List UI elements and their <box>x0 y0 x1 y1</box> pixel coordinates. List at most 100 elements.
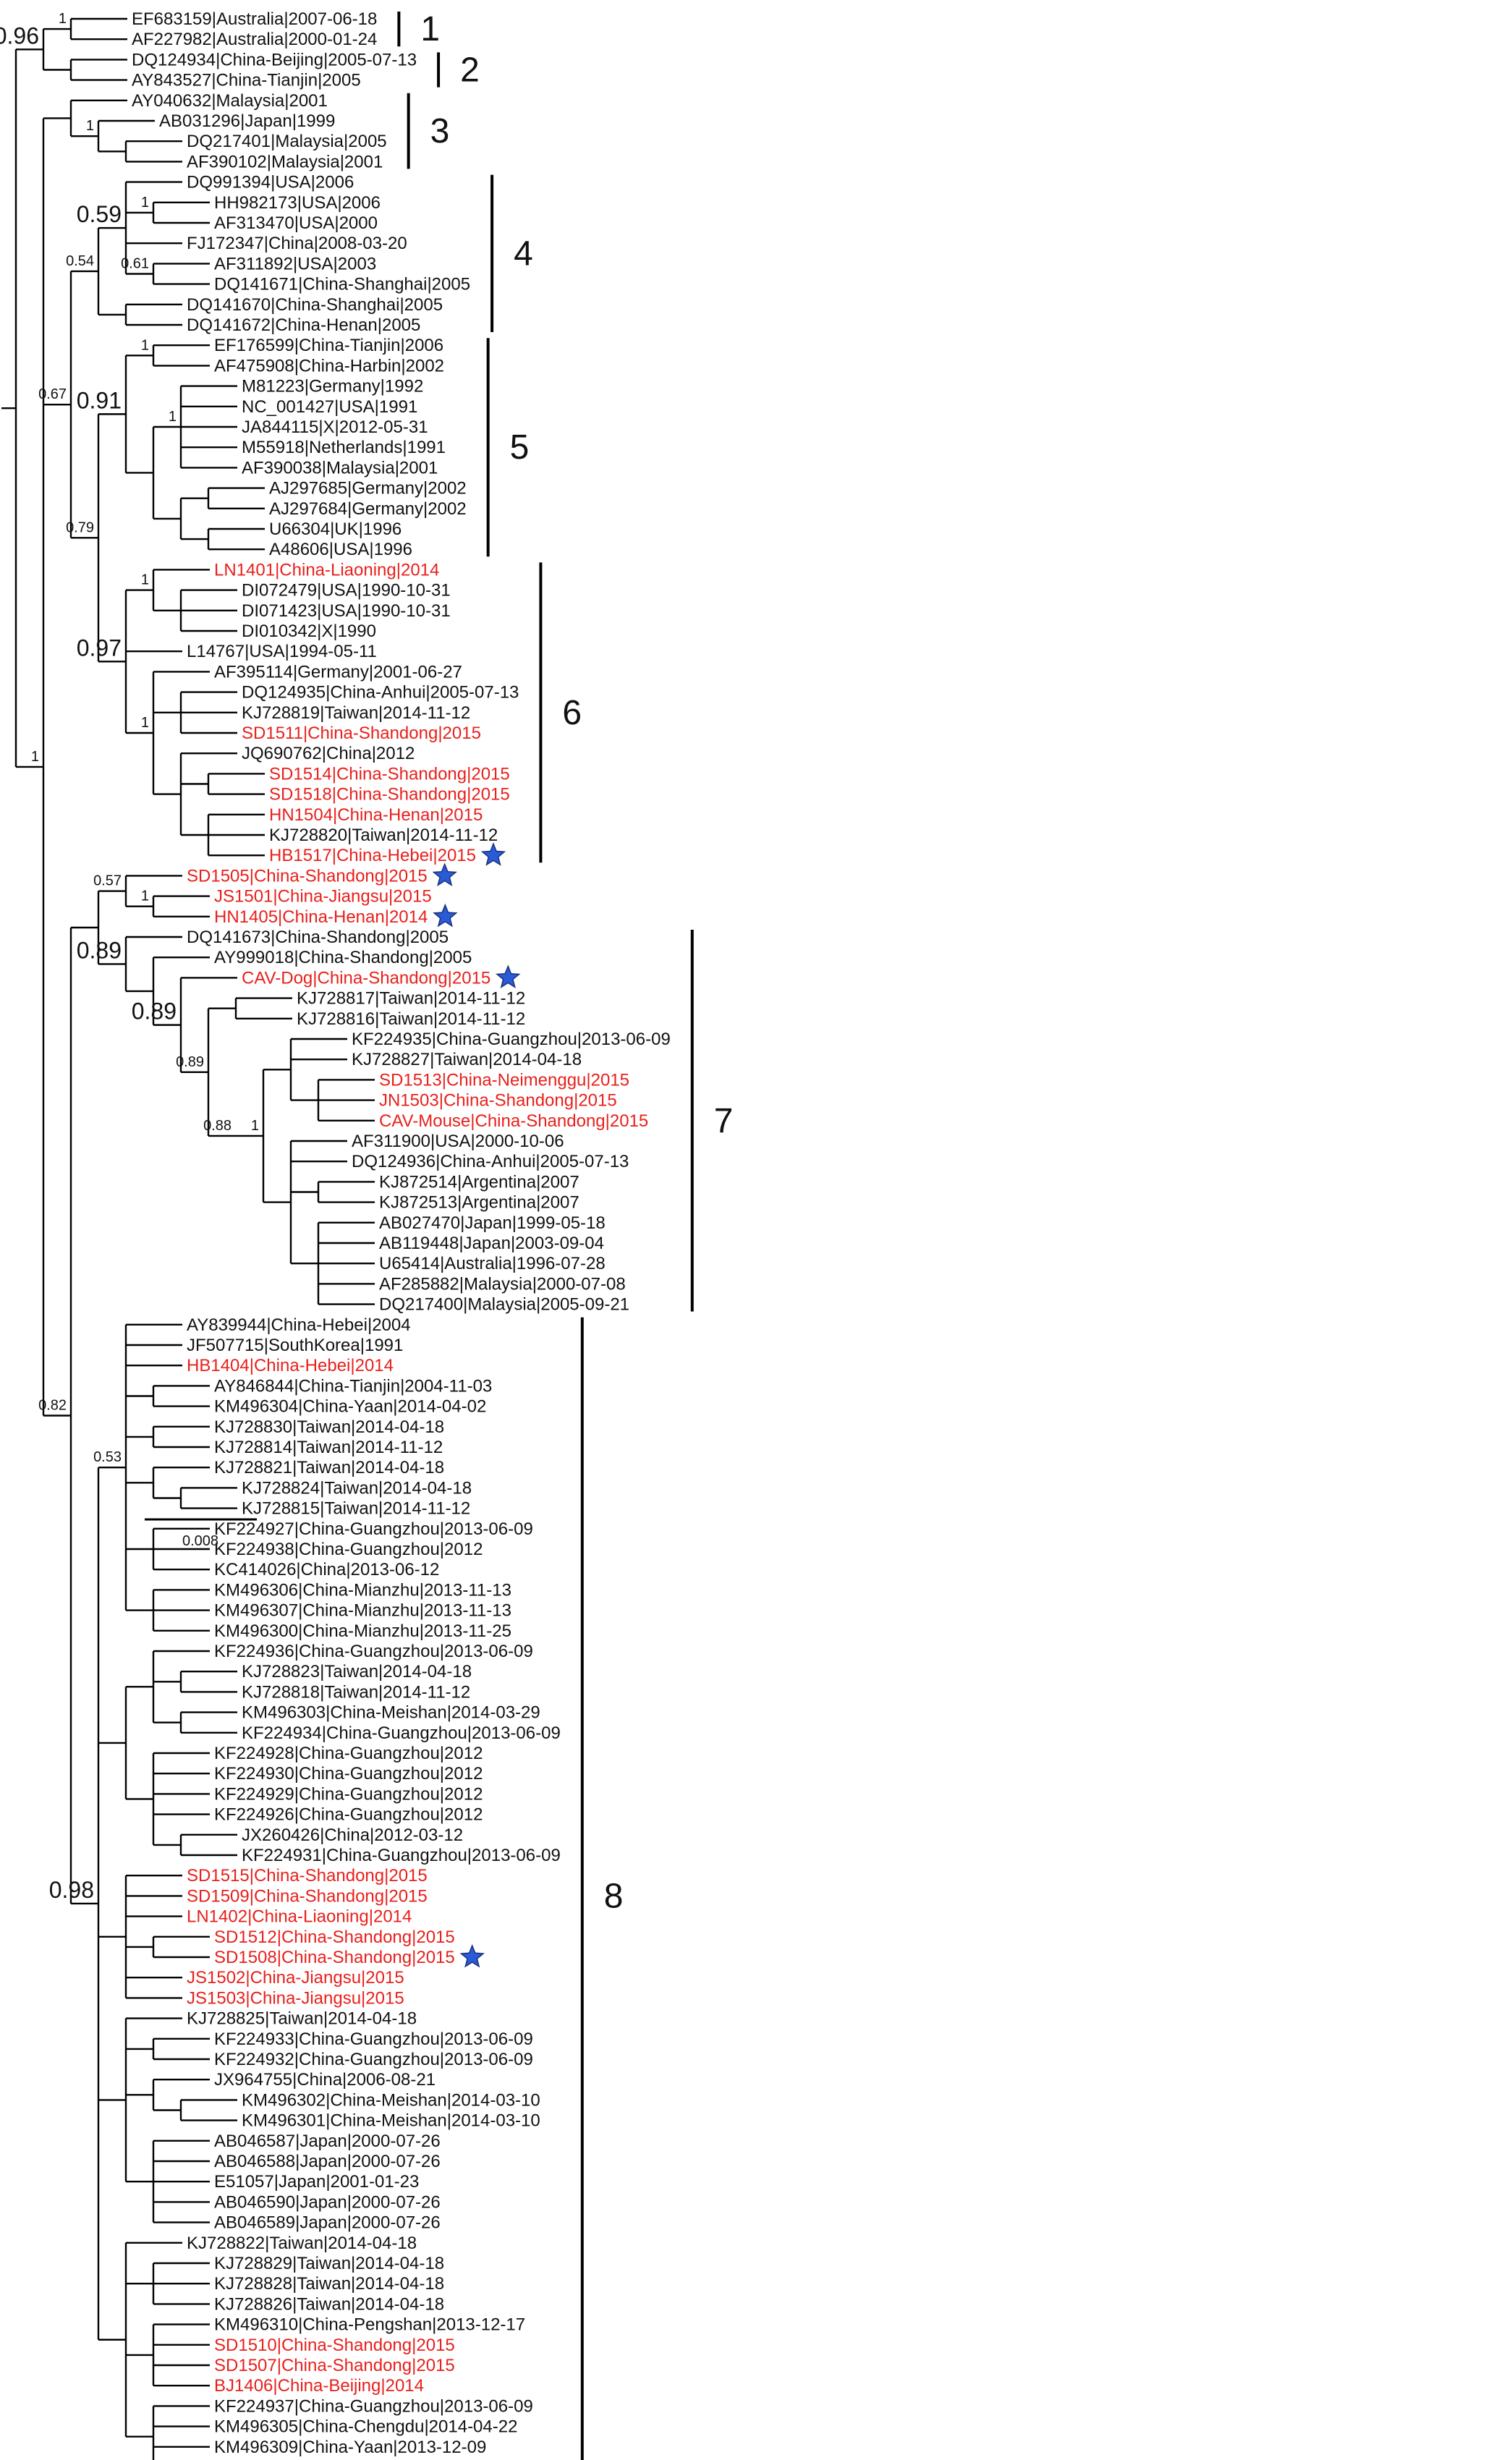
tip-label: E51057|Japan|2001-01-23 <box>214 2172 419 2192</box>
tip-label: DQ991394|USA|2006 <box>187 173 354 192</box>
tip-label: KJ872514|Argentina|2007 <box>379 1172 579 1192</box>
tip-label: EF176599|China-Tianjin|2006 <box>214 336 443 355</box>
tip-label: KJ728814|Taiwan|2014-11-12 <box>214 1438 443 1457</box>
support-value: 0.79 <box>66 519 94 535</box>
tip-label: AY999018|China-Shandong|2005 <box>214 948 472 967</box>
tip-label: CAV-Dog|China-Shandong|2015 <box>242 968 490 988</box>
tip-label: KJ728820|Taiwan|2014-11-12 <box>269 826 498 845</box>
tip-label: AY040632|Malaysia|2001 <box>132 91 328 111</box>
clade-number: 5 <box>510 428 530 467</box>
support-value: 0.59 <box>77 201 122 227</box>
tip-label: KJ728815|Taiwan|2014-11-12 <box>242 1499 470 1519</box>
support-value: 0.98 <box>49 1877 94 1903</box>
tip-label: KJ728823|Taiwan|2014-04-18 <box>242 1662 472 1681</box>
support-values: 10.96110.610.590.54110.91110.970.790.671… <box>0 11 259 1903</box>
tip-label: AF311892|USA|2003 <box>214 254 376 273</box>
star-icon <box>459 1943 485 1968</box>
tip-label: AF311900|USA|2000-10-06 <box>352 1132 564 1151</box>
tip-label: FJ172347|China|2008-03-20 <box>187 234 407 253</box>
tip-label: SD1510|China-Shandong|2015 <box>214 2336 455 2355</box>
tip-label: JQ690762|China|2012 <box>242 744 415 763</box>
tip-label: AB046587|Japan|2000-07-26 <box>214 2132 441 2151</box>
tip-label: KF224937|China-Guangzhou|2013-06-09 <box>214 2396 533 2416</box>
tip-label: AB046589|Japan|2000-07-26 <box>214 2213 441 2233</box>
tip-label: KF224927|China-Guangzhou|2013-06-09 <box>214 1519 533 1539</box>
tip-label: AY846844|China-Tianjin|2004-11-03 <box>214 1376 492 1396</box>
tip-label: SD1507|China-Shandong|2015 <box>214 2356 455 2375</box>
tip-label: AF475908|China-Harbin|2002 <box>214 356 444 376</box>
support-value: 0.67 <box>38 386 67 402</box>
tip-label: SD1509|China-Shandong|2015 <box>187 1886 428 1906</box>
tip-label: DQ141671|China-Shanghai|2005 <box>214 275 470 294</box>
tip-label: JA844115|X|2012-05-31 <box>242 417 428 437</box>
tip-label: SD1512|China-Shandong|2015 <box>214 1927 455 1947</box>
clade-number: 8 <box>604 1877 624 1915</box>
tip-label: KJ728818|Taiwan|2014-11-12 <box>242 1682 470 1702</box>
tip-label: KF224926|China-Guangzhou|2012 <box>214 1805 483 1825</box>
tip-label: SD1505|China-Shandong|2015 <box>187 866 428 886</box>
tip-label: SD1508|China-Shandong|2015 <box>214 1948 455 1967</box>
tip-label: KF224935|China-Guangzhou|2013-06-09 <box>352 1030 671 1049</box>
tip-label: DQ141673|China-Shandong|2005 <box>187 928 449 947</box>
tip-label: AF390038|Malaysia|2001 <box>242 458 438 478</box>
tip-label: JS1502|China-Jiangsu|2015 <box>187 1968 404 1988</box>
tip-label: DQ217401|Malaysia|2005 <box>187 132 387 151</box>
support-value: 0.61 <box>121 256 149 272</box>
tip-label: AY839944|China-Hebei|2004 <box>187 1315 411 1335</box>
tip-label: JX260426|China|2012-03-12 <box>242 1825 463 1845</box>
support-value: 0.53 <box>93 1449 122 1465</box>
tip-label: KM496304|China-Yaan|2014-04-02 <box>214 1397 486 1417</box>
clade-number: 7 <box>714 1102 734 1140</box>
tip-label: KF224933|China-Guangzhou|2013-06-09 <box>214 2030 533 2049</box>
support-value: 1 <box>86 118 94 134</box>
support-value: 1 <box>169 409 177 425</box>
tip-label: AF285882|Malaysia|2000-07-08 <box>379 1274 626 1294</box>
tip-label: M81223|Germany|1992 <box>242 377 423 396</box>
clade-number: 3 <box>430 112 450 150</box>
tip-label: HH982173|USA|2006 <box>214 193 381 213</box>
tip-label: SD1511|China-Shandong|2015 <box>242 724 481 743</box>
tip-label: JF507715|SouthKorea|1991 <box>187 1336 403 1355</box>
tip-label: DI072479|USA|1990-10-31 <box>242 581 451 601</box>
tip-label: KJ728825|Taiwan|2014-04-18 <box>187 2009 417 2029</box>
tip-label: DQ217400|Malaysia|2005-09-21 <box>379 1295 629 1315</box>
star-icon <box>480 842 506 866</box>
tip-label: CAV-Mouse|China-Shandong|2015 <box>379 1111 648 1131</box>
tip-label: KJ728824|Taiwan|2014-04-18 <box>242 1478 472 1498</box>
tip-label: AB046588|Japan|2000-07-26 <box>214 2152 441 2171</box>
tip-label: HB1404|China-Hebei|2014 <box>187 1356 394 1375</box>
tip-label: L14767|USA|1994-05-11 <box>187 642 377 661</box>
clade-number: 2 <box>460 51 480 90</box>
clade-number: 1 <box>420 10 440 48</box>
tip-label: JN1503|China-Shandong|2015 <box>379 1091 617 1111</box>
tip-label: A48606|USA|1996 <box>269 540 412 559</box>
tip-label: KF224929|China-Guangzhou|2012 <box>214 1784 483 1804</box>
support-value: 0.91 <box>77 387 122 413</box>
tip-label: DQ141672|China-Henan|2005 <box>187 315 420 335</box>
tip-label: KF224928|China-Guangzhou|2012 <box>214 1744 483 1763</box>
support-value: 1 <box>141 337 149 353</box>
support-value: 1 <box>251 1118 259 1134</box>
tip-labels: EF683159|Australia|2007-06-18AF227982|Au… <box>132 9 671 2460</box>
tip-label: KF224931|China-Guangzhou|2013-06-09 <box>242 1846 561 1865</box>
tip-label: JX964755|China|2006-08-21 <box>214 2070 436 2090</box>
tip-label: DI071423|USA|1990-10-31 <box>242 601 451 621</box>
support-value: 0.89 <box>132 998 177 1025</box>
tip-label: DI010342|X|1990 <box>242 622 376 641</box>
tip-label: KM496300|China-Mianzhu|2013-11-25 <box>214 1621 511 1641</box>
tip-label: AF395114|Germany|2001-06-27 <box>214 662 462 682</box>
tip-label: AF227982|Australia|2000-01-24 <box>132 30 377 49</box>
tip-label: KJ728826|Taiwan|2014-04-18 <box>214 2294 444 2314</box>
tip-label: JS1501|China-Jiangsu|2015 <box>214 887 432 907</box>
tip-label: BJ1406|China-Beijing|2014 <box>214 2376 424 2396</box>
tip-label: KJ728827|Taiwan|2014-04-18 <box>352 1050 582 1069</box>
tip-label: KJ728821|Taiwan|2014-04-18 <box>214 1458 444 1477</box>
tip-label: HB1517|China-Hebei|2015 <box>269 846 476 865</box>
tip-label: AB119448|Japan|2003-09-04 <box>379 1234 604 1253</box>
support-value: 0.54 <box>66 253 94 269</box>
clade-number: 4 <box>514 234 533 273</box>
tip-label: SD1515|China-Shandong|2015 <box>187 1866 428 1886</box>
tip-label: KF224932|China-Guangzhou|2013-06-09 <box>214 2050 533 2069</box>
star-icon <box>496 964 521 988</box>
support-value: 0.96 <box>0 22 39 48</box>
